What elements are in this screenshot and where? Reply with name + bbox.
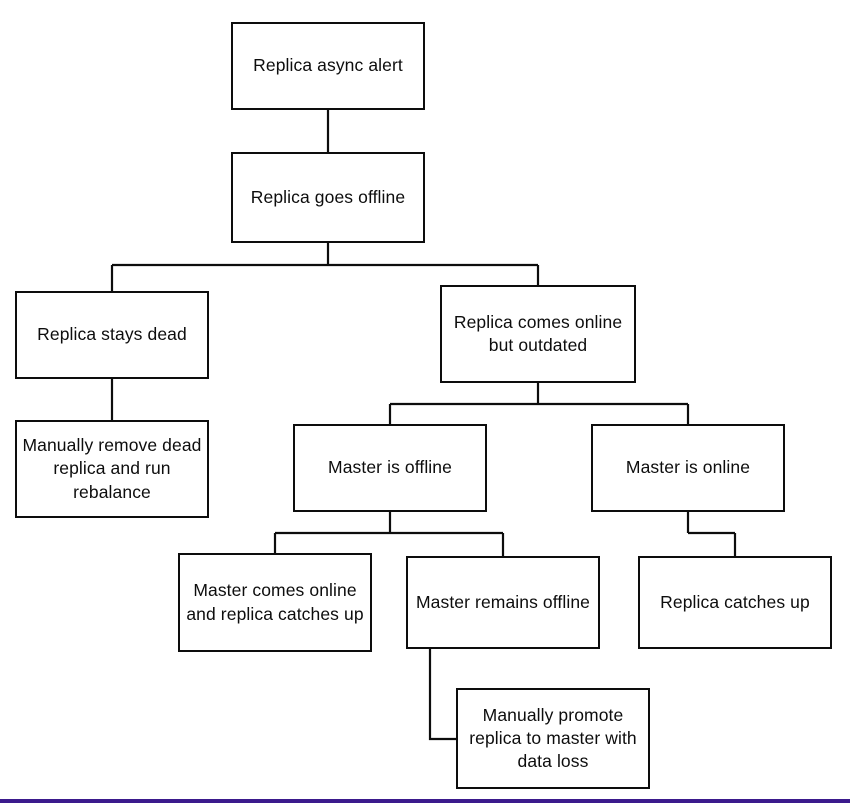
node-label: Replica stays dead	[37, 324, 187, 345]
node-label: Replica comes online but outdated	[453, 311, 623, 355]
edge-master-offline-split	[273, 512, 505, 556]
edge-comes-online-split	[388, 383, 690, 424]
node-replica-comes-online-but-outdated[interactable]: Replica comes online but outdated	[440, 285, 636, 383]
node-label: Master is online	[625, 457, 751, 478]
node-replica-goes-offline[interactable]: Replica goes offline	[231, 152, 425, 243]
node-label: Master comes online and replica catches …	[186, 580, 364, 624]
node-replica-stays-dead[interactable]: Replica stays dead	[15, 291, 209, 379]
node-replica-async-alert[interactable]: Replica async alert	[231, 22, 425, 110]
node-label: Manually remove dead replica and run reb…	[22, 435, 202, 502]
node-manually-promote-replica-to-master[interactable]: Manually promote replica to master with …	[456, 688, 650, 789]
node-manually-remove-dead-replica[interactable]: Manually remove dead replica and run reb…	[15, 420, 209, 518]
node-label: Master is offline	[328, 457, 452, 478]
edge-master-online-to-replica-catches-up	[686, 512, 737, 556]
edge-goes-offline-split	[110, 243, 540, 291]
node-label: Manually promote replica to master with …	[469, 704, 637, 772]
node-replica-catches-up[interactable]: Replica catches up	[638, 556, 832, 649]
node-label: Master remains offline	[415, 591, 591, 612]
node-master-is-offline[interactable]: Master is offline	[293, 424, 487, 512]
bottom-accent-bar	[0, 799, 850, 803]
node-label: Replica async alert	[253, 55, 403, 76]
node-label: Replica goes offline	[250, 186, 406, 207]
node-master-comes-online-and-replica-catches-up[interactable]: Master comes online and replica catches …	[178, 553, 372, 652]
edge-remains-offline-to-manually-promote	[428, 649, 456, 741]
node-master-is-online[interactable]: Master is online	[591, 424, 785, 512]
node-master-remains-offline[interactable]: Master remains offline	[406, 556, 600, 649]
node-label: Replica catches up	[660, 591, 810, 612]
